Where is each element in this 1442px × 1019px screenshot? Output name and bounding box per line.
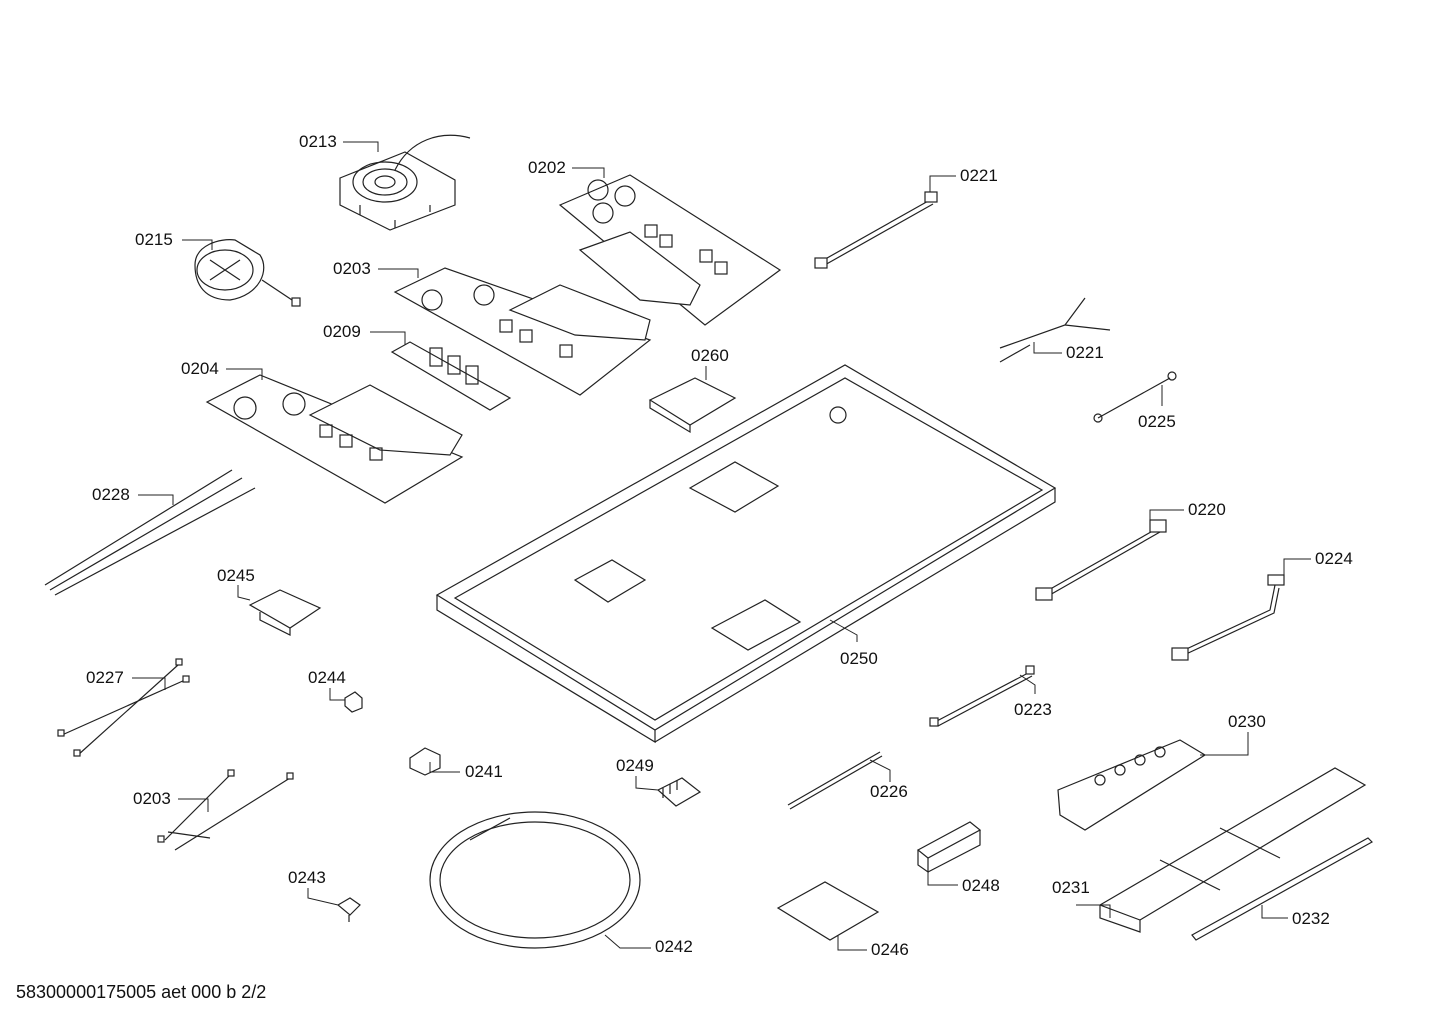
fan-motor-drawing	[339, 134, 471, 231]
document-id: 58300000175005 aet 000 b 2/2	[16, 982, 267, 1002]
label-0232[interactable]: 0232	[1292, 909, 1330, 928]
label-0245[interactable]: 0245	[217, 566, 255, 585]
label-0242[interactable]: 0242	[655, 937, 693, 956]
bottom-housing-drawing	[435, 364, 1057, 744]
terminal-block-drawing	[656, 777, 702, 807]
cover-plate-drawing	[776, 881, 880, 941]
label-0241[interactable]: 0241	[465, 762, 503, 781]
leader-lines	[132, 141, 1311, 951]
power-module-left-drawing	[205, 374, 464, 504]
filter-board-drawing	[390, 341, 512, 411]
fan-housing-drawing	[194, 239, 301, 307]
label-0260[interactable]: 0260	[691, 346, 729, 365]
rail-drawing	[1191, 837, 1373, 941]
label-0203-board[interactable]: 0203	[333, 259, 371, 278]
holder-drawing	[409, 747, 441, 776]
ground-wire-set-drawing	[999, 297, 1111, 363]
label-0202[interactable]: 0202	[528, 158, 566, 177]
label-0221-harness[interactable]: 0221	[960, 166, 998, 185]
label-0221-wires[interactable]: 0221	[1066, 343, 1104, 362]
label-0250[interactable]: 0250	[840, 649, 878, 668]
label-0225[interactable]: 0225	[1138, 412, 1176, 431]
wire-bundle-drawing	[44, 469, 256, 596]
label-0243[interactable]: 0243	[288, 868, 326, 887]
label-0228[interactable]: 0228	[92, 485, 130, 504]
label-0223[interactable]: 0223	[1014, 700, 1052, 719]
power-cord-drawing	[429, 811, 641, 949]
label-0224[interactable]: 0224	[1315, 549, 1353, 568]
insulation-plate-drawing	[648, 377, 737, 434]
label-0246[interactable]: 0246	[871, 940, 909, 959]
label-0230[interactable]: 0230	[1228, 712, 1266, 731]
power-module-right-drawing	[558, 174, 782, 326]
label-0249[interactable]: 0249	[616, 756, 654, 775]
power-module-center-drawing	[393, 267, 652, 396]
label-0213[interactable]: 0213	[299, 132, 337, 151]
wire-set-b-drawing	[157, 769, 294, 851]
clip-drawing	[344, 691, 363, 713]
ground-cable-drawing	[1093, 371, 1177, 423]
label-0204[interactable]: 0204	[181, 359, 219, 378]
mounting-bracket-drawing	[248, 589, 322, 636]
label-0248[interactable]: 0248	[962, 876, 1000, 895]
connection-cable-drawing	[1171, 574, 1285, 661]
strain-relief-drawing	[336, 897, 361, 922]
cover-cap-drawing	[916, 821, 982, 874]
label-0226[interactable]: 0226	[870, 782, 908, 801]
control-board-drawing	[1057, 739, 1207, 831]
cable-link-drawing	[787, 751, 883, 810]
label-0220[interactable]: 0220	[1188, 500, 1226, 519]
label-0244[interactable]: 0244	[308, 668, 346, 687]
label-0215[interactable]: 0215	[135, 230, 173, 249]
ribbon-cable-drawing	[1035, 519, 1167, 601]
label-0227[interactable]: 0227	[86, 668, 124, 687]
cable-harness-a-drawing	[814, 191, 938, 269]
cable-short-drawing	[929, 665, 1035, 727]
label-0209[interactable]: 0209	[323, 322, 361, 341]
label-0203-wires[interactable]: 0203	[133, 789, 171, 808]
label-0231[interactable]: 0231	[1052, 878, 1090, 897]
board-carrier-drawing	[1098, 767, 1367, 933]
